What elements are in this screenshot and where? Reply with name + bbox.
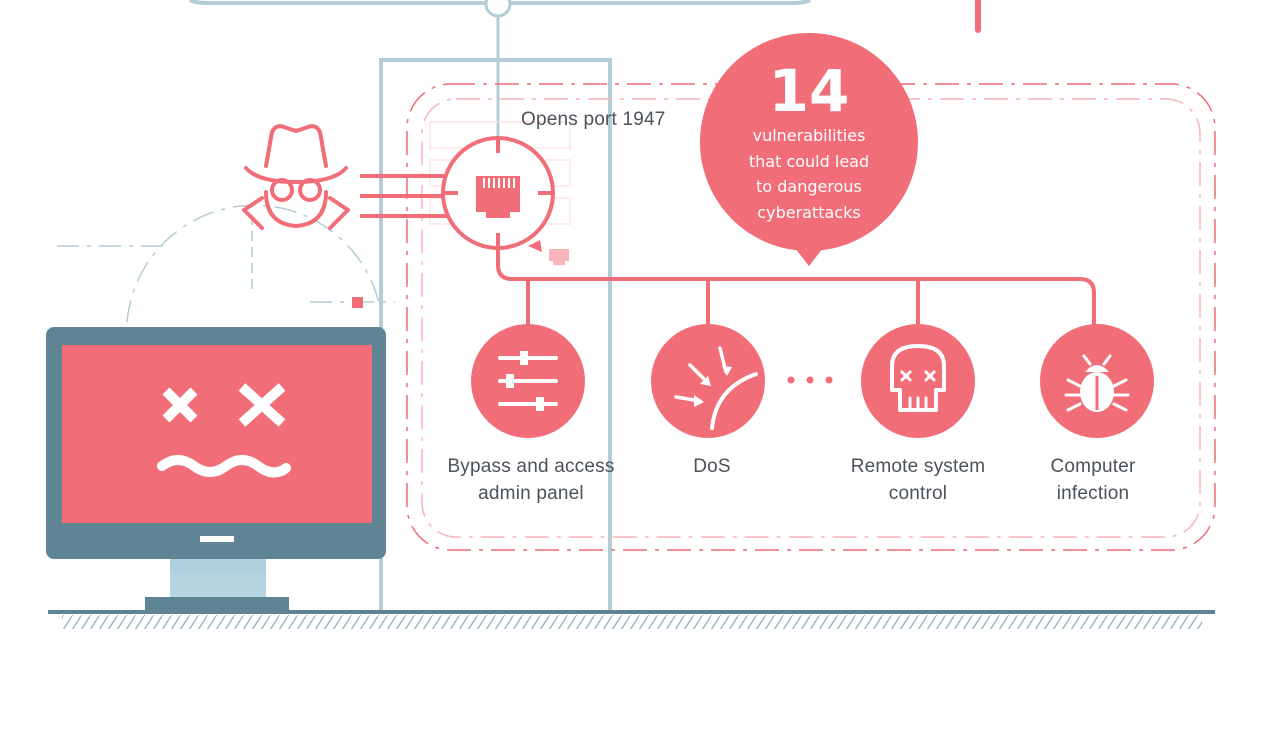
label-line: infection [1056, 483, 1130, 504]
label-line: DoS [693, 456, 731, 477]
outcome-label-remote-control: Remote system control [828, 453, 1008, 507]
branch-lines [496, 248, 1096, 326]
skull-icon [861, 324, 975, 438]
marker-square [352, 297, 363, 308]
label-line: Bypass and access [447, 456, 615, 477]
label-line: Computer [1050, 456, 1136, 477]
ground-hatch [62, 615, 1202, 629]
small-port-icon [549, 249, 569, 265]
caption-line: to dangerous [756, 177, 862, 196]
vulnerability-caption: vulnerabilities that could lead to dange… [724, 123, 894, 225]
deflect-arrows-icon [651, 324, 765, 438]
outcome-label-infection: Computer infection [1018, 453, 1168, 507]
callout-bubble [700, 33, 918, 266]
broken-monitor-icon [46, 327, 386, 611]
ellipsis-icon [787, 376, 833, 384]
caption-line: vulnerabilities [752, 126, 866, 145]
hacker-icon [242, 124, 350, 230]
outcome-label-dos: DoS [660, 453, 764, 480]
label-line: Remote system [850, 456, 986, 477]
vulnerability-callout: 14 vulnerabilities that could lead to da… [700, 33, 918, 251]
connector-node [484, 0, 512, 18]
port-label: Opens port 1947 [521, 109, 666, 130]
caption-line: that could lead [748, 151, 870, 171]
label-line: control [888, 483, 948, 504]
label-line: admin panel [478, 483, 584, 504]
bug-icon [1040, 324, 1154, 438]
sliders-icon [471, 324, 585, 438]
caption-line: cyberattacks [757, 202, 861, 222]
vulnerability-count: 14 [768, 57, 850, 125]
outcome-label-bypass: Bypass and access admin panel [426, 453, 636, 507]
ethernet-port-icon [441, 136, 555, 252]
